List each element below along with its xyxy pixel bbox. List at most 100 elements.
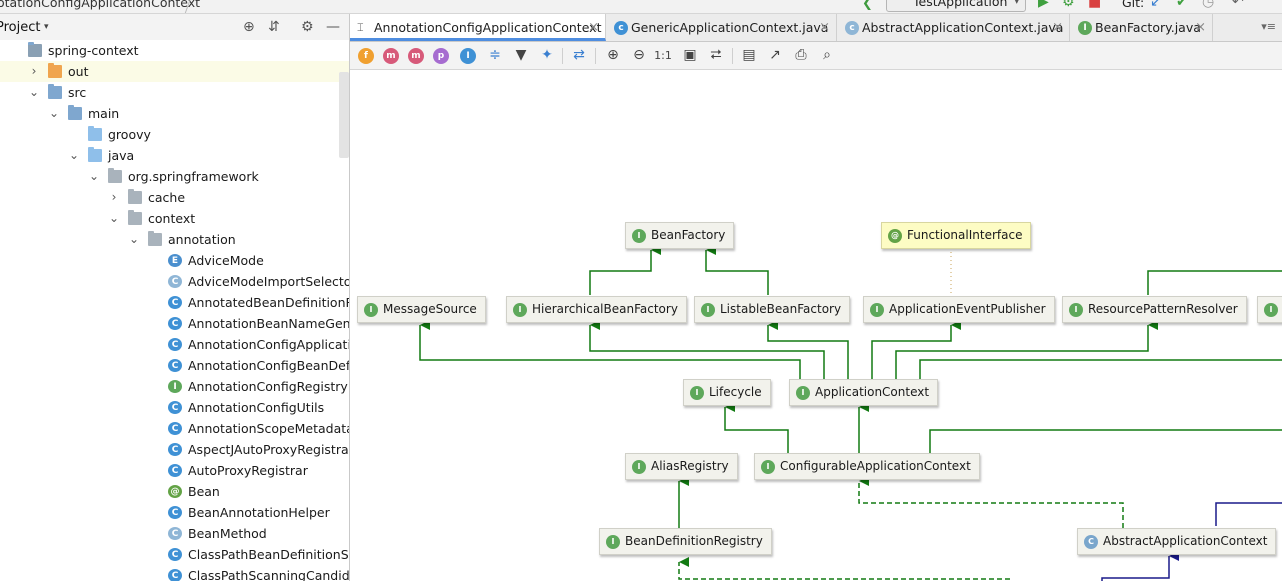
uml-node-applicationcontext[interactable]: I ApplicationContext — [789, 379, 939, 406]
git-commit-icon[interactable]: ✔ — [1176, 0, 1188, 10]
layout-icon[interactable]: ⇄ — [573, 47, 585, 63]
chevron-down-icon[interactable]: ▾ — [44, 22, 49, 32]
tree-item[interactable]: ⌄java — [0, 145, 349, 166]
tree-item[interactable]: CClassPathBeanDefinitionScanne — [0, 544, 349, 565]
tree-item[interactable]: CClassPathScanningCandidateCo — [0, 565, 349, 581]
tree-item[interactable]: CAnnotatedBeanDefinitionReade — [0, 292, 349, 313]
tree-item[interactable]: spring-context — [0, 40, 349, 61]
uml-node-abstractapplicationcontext[interactable]: C AbstractApplicationContext — [1077, 528, 1277, 555]
tab-abstractapplicationcontext[interactable]: c AbstractApplicationContext.java × — [838, 14, 1070, 41]
chevron-down-icon[interactable]: ⌄ — [68, 148, 80, 162]
uml-node-configurableapplicationcontext[interactable]: I ConfigurableApplicationContext — [754, 453, 980, 480]
chevron-right-icon[interactable]: › — [111, 190, 117, 204]
zoom-out-icon[interactable]: ⊖ — [633, 47, 645, 63]
hide-panel-icon[interactable]: — — [326, 19, 340, 35]
close-icon[interactable]: × — [588, 20, 599, 35]
chevron-down-icon[interactable]: ⌄ — [88, 169, 100, 183]
back-arrow-icon[interactable]: ❮ — [862, 0, 873, 11]
run-configuration-selector[interactable]: TestApplication ▾ — [886, 0, 1026, 12]
tree-item[interactable]: CAnnotationBeanNameGenerato — [0, 313, 349, 334]
tree-item[interactable]: ⌄annotation — [0, 229, 349, 250]
print-icon[interactable]: ⎙ — [795, 47, 807, 63]
enum-icon: E — [168, 254, 182, 267]
gear-icon[interactable]: ⚙ — [301, 19, 314, 35]
locate-icon[interactable]: ⊕ — [243, 19, 255, 35]
tree-item-label: AnnotatedBeanDefinitionReade — [188, 295, 349, 310]
tree-item[interactable]: ⌄org.springframework — [0, 166, 349, 187]
tab-annotationconfigapplicationcontext[interactable]: ⌶ AnnotationConfigApplicationContext × — [350, 14, 606, 41]
project-panel-title[interactable]: Project — [0, 20, 41, 35]
show-dependencies-icon[interactable]: ≑ — [489, 47, 501, 63]
uml-node-aliasregistry[interactable]: I AliasRegistry — [625, 453, 738, 480]
show-inner-classes-icon[interactable]: I — [460, 48, 476, 64]
git-history-icon[interactable]: ◷ — [1202, 0, 1215, 10]
run-icon[interactable]: ▶ — [1038, 0, 1049, 10]
visibility-icon[interactable]: ✦ — [541, 47, 553, 63]
tab-genericapplicationcontext[interactable]: c GenericApplicationContext.java × — [607, 14, 837, 41]
uml-node-lifecycle[interactable]: I Lifecycle — [683, 379, 771, 406]
actual-size-button[interactable]: 1:1 — [654, 49, 672, 62]
show-properties-icon[interactable]: p — [433, 48, 449, 64]
collapse-all-icon[interactable]: ⇵ — [268, 19, 280, 35]
uml-node-resourcepatternresolver[interactable]: I ResourcePatternResolver — [1062, 296, 1247, 323]
show-fields-icon[interactable]: f — [358, 48, 374, 64]
tree-item[interactable]: ⌄src — [0, 82, 349, 103]
uml-node-beanfactory[interactable]: I BeanFactory — [625, 222, 735, 249]
show-constructors-icon[interactable]: m — [383, 48, 399, 64]
save-icon[interactable]: ▤ — [742, 47, 756, 63]
chevron-down-icon[interactable]: ⌄ — [128, 232, 140, 246]
tree-item[interactable]: ⌄context — [0, 208, 349, 229]
close-icon[interactable]: × — [1195, 20, 1206, 35]
fit-content-icon[interactable]: ▣ — [683, 47, 697, 63]
chevron-down-icon[interactable]: ⌄ — [48, 106, 60, 120]
chevron-down-icon: ▾ — [1014, 0, 1019, 7]
tree-item-label: cache — [148, 190, 186, 205]
tree-item[interactable]: groovy — [0, 124, 349, 145]
tabs-overflow-icon[interactable]: ▾≡ — [1261, 20, 1276, 33]
scrollbar[interactable] — [339, 72, 349, 158]
chevron-down-icon[interactable]: ⌄ — [108, 211, 120, 225]
tree-item[interactable]: CAnnotationScopeMetadataResc — [0, 418, 349, 439]
debug-icon[interactable]: ⚙ — [1062, 0, 1075, 10]
filter-icon[interactable]: ▼ — [515, 47, 527, 63]
tree-item[interactable]: ›out — [0, 61, 349, 82]
edge-appcontext-to-resolver — [895, 320, 1158, 379]
edge-abstract-implements-configurable — [858, 476, 1124, 528]
uml-node-functionalinterface[interactable]: @ FunctionalInterface — [881, 222, 1032, 249]
zoom-in-icon[interactable]: ⊕ — [607, 47, 619, 63]
close-icon[interactable]: × — [1052, 20, 1063, 35]
export-icon[interactable]: ↗ — [769, 47, 781, 63]
chevron-down-icon[interactable]: ⌄ — [28, 85, 40, 99]
git-rollback-icon[interactable]: ↶ — [1232, 0, 1244, 10]
git-update-icon[interactable]: ↙ — [1150, 0, 1162, 10]
interface-icon: I — [1264, 303, 1278, 317]
share-icon[interactable]: ⮂ — [710, 47, 722, 63]
tree-item[interactable]: › cache — [0, 187, 349, 208]
stop-icon[interactable]: ■ — [1088, 0, 1102, 10]
uml-node-offscreen[interactable]: I — [1257, 296, 1282, 323]
uml-node-messagesource[interactable]: I MessageSource — [357, 296, 486, 323]
chevron-right-icon[interactable]: › — [31, 64, 37, 78]
tree-item[interactable]: CAnnotationConfigBeanDefinition — [0, 355, 349, 376]
uml-node-applicationeventpublisher[interactable]: I ApplicationEventPublisher — [863, 296, 1055, 323]
tree-item[interactable]: CAnnotationConfigApplicationCo — [0, 334, 349, 355]
tab-beanfactory[interactable]: I BeanFactory.java × — [1071, 14, 1213, 41]
magnifier-icon[interactable]: ⌕ — [823, 47, 831, 63]
uml-node-beandefinitionregistry[interactable]: I BeanDefinitionRegistry — [599, 528, 772, 555]
show-methods-icon[interactable]: m — [408, 48, 424, 64]
tree-item[interactable]: @Bean — [0, 481, 349, 502]
close-icon[interactable]: × — [819, 20, 830, 35]
uml-node-listablebeanfactory[interactable]: I ListableBeanFactory — [694, 296, 851, 323]
edge-appcontext-to-hierarchical — [589, 320, 825, 379]
uml-node-hierarchicalbeanfactory[interactable]: I HierarchicalBeanFactory — [506, 296, 687, 323]
uml-diagram-canvas[interactable]: I BeanFactory @ FunctionalInterface I Me… — [350, 70, 1282, 581]
tree-item[interactable]: ⌄main — [0, 103, 349, 124]
